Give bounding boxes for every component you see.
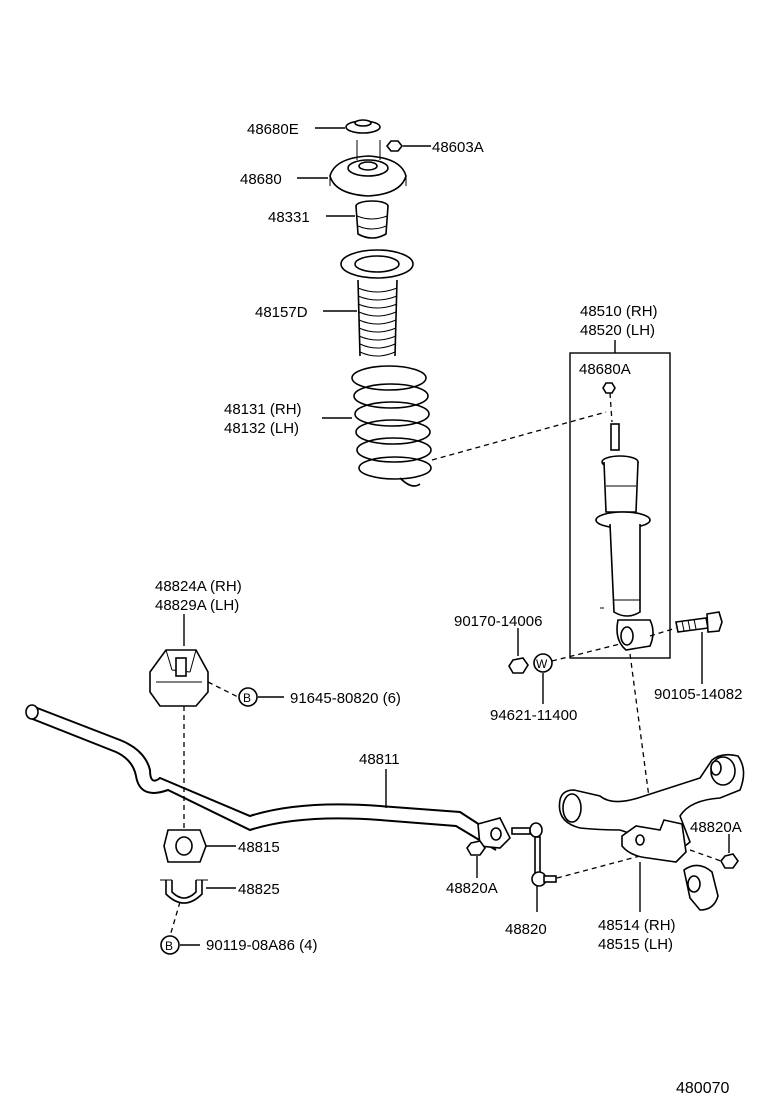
- dust-boot-part: [340, 249, 414, 357]
- lower-arm-part: [558, 753, 745, 911]
- label-48510: 48510 (RH): [580, 303, 658, 320]
- label-48829A: 48829A (LH): [155, 597, 239, 614]
- label-48520: 48520 (LH): [580, 322, 655, 339]
- label-48824A: 48824A (RH): [155, 578, 242, 595]
- label-48515: 48515 (LH): [598, 936, 673, 953]
- label-48603A: 48603A: [432, 139, 484, 156]
- bump-stopper-part: [355, 200, 389, 239]
- bolt-b-symbol-top: B: [238, 687, 258, 707]
- upper-cap-part: [345, 119, 381, 134]
- link-nut-left-part: [466, 840, 486, 856]
- label-90170: 90170-14006: [454, 613, 542, 630]
- bushing-bracket-part: [160, 879, 208, 904]
- label-48820A-left: 48820A: [446, 880, 498, 897]
- shock-absorber-group-box: [569, 352, 671, 659]
- label-48680: 48680: [240, 171, 282, 188]
- label-48131: 48131 (RH): [224, 401, 302, 418]
- shock-nut-part: [508, 657, 529, 674]
- label-48825: 48825: [238, 881, 280, 898]
- label-94621: 94621-11400: [490, 707, 577, 724]
- svg-text:B: B: [165, 939, 173, 953]
- label-48811: 48811: [359, 751, 400, 768]
- bushing-part: [163, 829, 207, 863]
- label-48680A: 48680A: [579, 361, 631, 378]
- washer-w-symbol: W: [533, 653, 553, 673]
- svg-text:W: W: [536, 657, 548, 671]
- bolt-b-symbol-bottom: B: [160, 935, 180, 955]
- label-48815: 48815: [238, 839, 280, 856]
- label-48132: 48132 (LH): [224, 420, 299, 437]
- label-48514: 48514 (RH): [598, 917, 676, 934]
- svg-text:B: B: [243, 691, 251, 705]
- label-48331: 48331: [268, 209, 310, 226]
- upper-support-part: [329, 140, 407, 197]
- diagram-id: 480070: [676, 1080, 729, 1097]
- stabilizer-bar-part: [25, 704, 511, 851]
- label-90119: 90119-08A86 (4): [206, 937, 317, 954]
- link-nut-right-part: [720, 853, 739, 869]
- stabilizer-bracket-part: [149, 649, 209, 707]
- label-91645: 91645-80820 (6): [290, 690, 401, 707]
- shock-bolt-part: [675, 611, 723, 633]
- label-48820A-right: 48820A: [690, 819, 742, 836]
- label-48820: 48820: [505, 921, 547, 938]
- stabilizer-link-part: [511, 822, 557, 887]
- label-90105: 90105-14082: [654, 686, 742, 703]
- label-48680E: 48680E: [247, 121, 299, 138]
- coil-spring-part: [351, 365, 432, 487]
- label-48157D: 48157D: [255, 304, 308, 321]
- shock-absorber-part: [595, 382, 654, 651]
- upper-nut-part: [385, 140, 404, 152]
